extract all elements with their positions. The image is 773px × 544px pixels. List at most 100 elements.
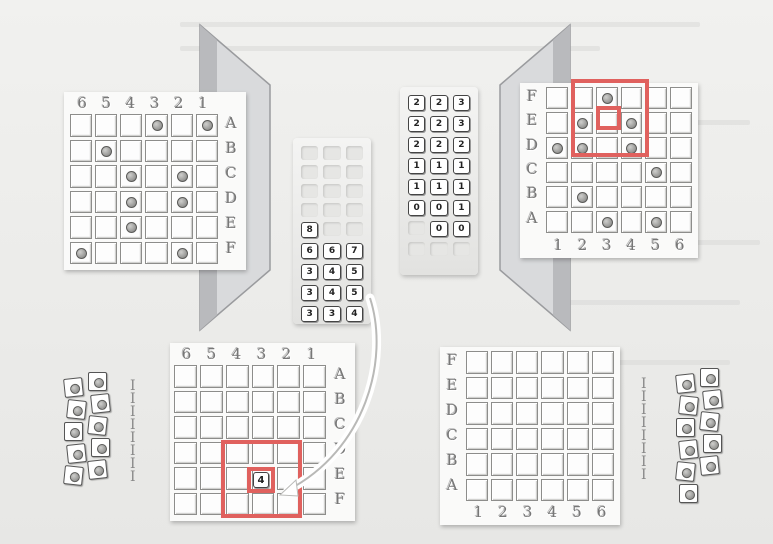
number-peg[interactable]: 1 (408, 179, 425, 195)
peg-tile[interactable] (675, 461, 696, 482)
number-peg[interactable]: 8 (301, 222, 318, 238)
number-peg[interactable]: 1 (453, 200, 470, 216)
grid-cell[interactable] (70, 140, 92, 163)
number-peg[interactable]: 3 (301, 264, 318, 280)
grid-cell[interactable] (174, 467, 197, 490)
grid-cell[interactable] (145, 242, 167, 265)
grid-cell[interactable] (491, 479, 513, 502)
grid-cell[interactable] (541, 453, 563, 476)
peg-tile[interactable] (63, 465, 84, 486)
peg-grid[interactable] (466, 351, 614, 501)
grid-cell[interactable] (95, 216, 117, 239)
number-peg[interactable]: 6 (301, 243, 318, 259)
grid-cell[interactable] (466, 479, 488, 502)
grid-cell[interactable] (70, 165, 92, 188)
grid-cell[interactable] (120, 140, 142, 163)
peg-tile[interactable] (91, 438, 110, 457)
grid-cell[interactable] (196, 216, 218, 239)
number-peg[interactable]: 5 (346, 264, 363, 280)
grid-cell[interactable] (120, 165, 142, 188)
grid-cell[interactable] (592, 453, 614, 476)
grid-cell[interactable] (571, 211, 593, 233)
grid-cell[interactable] (466, 377, 488, 400)
grid-cell[interactable] (120, 191, 142, 214)
grid-cell[interactable] (516, 402, 538, 425)
grid-cell[interactable] (567, 428, 589, 451)
grid-cell[interactable] (145, 140, 167, 163)
grid-cell[interactable] (491, 377, 513, 400)
grid-cell[interactable] (567, 377, 589, 400)
number-peg[interactable]: 3 (453, 95, 470, 111)
grid-cell[interactable] (516, 377, 538, 400)
grid-cell[interactable] (174, 416, 197, 439)
grid-cell[interactable] (171, 242, 193, 265)
grid-cell[interactable] (546, 211, 568, 233)
peg-tile[interactable] (63, 377, 84, 398)
peg-tile[interactable] (676, 418, 695, 437)
peg-tile[interactable] (87, 415, 108, 436)
grid-cell[interactable] (171, 191, 193, 214)
number-peg[interactable]: 6 (323, 243, 340, 259)
number-peg[interactable]: 0 (453, 221, 470, 237)
grid-cell[interactable] (200, 442, 223, 465)
grid-cell[interactable] (546, 186, 568, 208)
grid-cell[interactable] (120, 242, 142, 265)
peg-tile[interactable] (703, 434, 722, 453)
placed-number-peg[interactable]: 4 (253, 472, 269, 488)
number-peg[interactable]: 1 (453, 179, 470, 195)
grid-cell[interactable] (196, 242, 218, 265)
grid-cell[interactable] (171, 114, 193, 137)
grid-cell[interactable] (466, 453, 488, 476)
peg-tile[interactable] (64, 422, 83, 441)
grid-cell[interactable] (567, 402, 589, 425)
grid-cell[interactable] (670, 137, 692, 159)
grid-cell[interactable] (567, 351, 589, 374)
number-peg[interactable]: 1 (453, 158, 470, 174)
number-peg[interactable]: 2 (408, 137, 425, 153)
grid-cell[interactable] (145, 165, 167, 188)
peg-tile[interactable] (678, 395, 699, 416)
grid-cell[interactable] (174, 493, 197, 516)
grid-cell[interactable] (541, 479, 563, 502)
grid-cell[interactable] (171, 216, 193, 239)
grid-cell[interactable] (196, 165, 218, 188)
grid-cell[interactable] (145, 191, 167, 214)
grid-cell[interactable] (466, 428, 488, 451)
grid-cell[interactable] (571, 186, 593, 208)
number-peg[interactable]: 4 (323, 264, 340, 280)
grid-cell[interactable] (226, 365, 249, 388)
peg-tile[interactable] (675, 373, 696, 394)
grid-cell[interactable] (670, 186, 692, 208)
grid-cell[interactable] (541, 428, 563, 451)
grid-cell[interactable] (670, 211, 692, 233)
peg-tile[interactable] (700, 368, 719, 387)
grid-cell[interactable] (592, 402, 614, 425)
grid-cell[interactable] (95, 165, 117, 188)
number-peg[interactable]: 2 (430, 116, 447, 132)
grid-cell[interactable] (645, 162, 667, 184)
grid-cell[interactable] (571, 162, 593, 184)
grid-cell[interactable] (200, 416, 223, 439)
grid-cell[interactable] (95, 114, 117, 137)
grid-cell[interactable] (171, 140, 193, 163)
grid-cell[interactable] (466, 402, 488, 425)
number-peg[interactable]: 1 (430, 179, 447, 195)
grid-cell[interactable] (95, 140, 117, 163)
grid-cell[interactable] (226, 391, 249, 414)
grid-cell[interactable] (466, 351, 488, 374)
grid-cell[interactable] (174, 391, 197, 414)
grid-cell[interactable] (174, 365, 197, 388)
ship-piece[interactable]: I (641, 469, 647, 482)
grid-cell[interactable] (592, 351, 614, 374)
ship-piece[interactable]: I (130, 471, 136, 484)
grid-cell[interactable] (516, 428, 538, 451)
grid-cell[interactable] (196, 114, 218, 137)
grid-cell[interactable] (592, 428, 614, 451)
grid-cell[interactable] (516, 351, 538, 374)
grid-cell[interactable] (145, 114, 167, 137)
grid-cell[interactable] (516, 453, 538, 476)
peg-tile[interactable] (699, 411, 720, 432)
grid-cell[interactable] (670, 87, 692, 109)
grid-cell[interactable] (491, 402, 513, 425)
